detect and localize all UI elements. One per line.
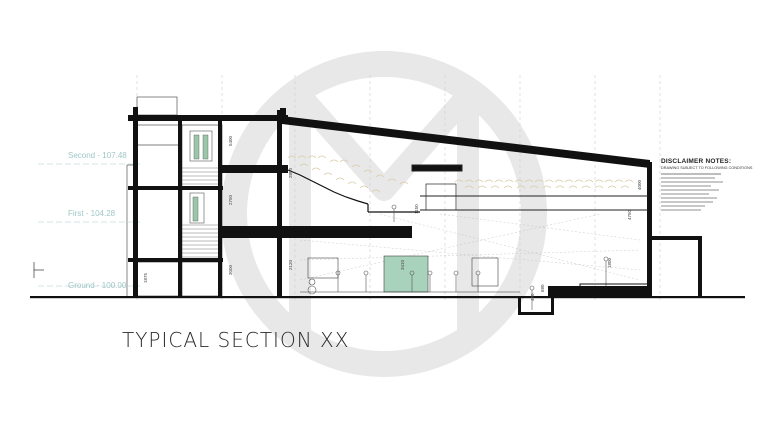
disclaimer-notes: DISCLAIMER NOTES: DRAWING SUBJECT TO FOL… [661,158,761,213]
disclaimer-subtitle: DRAWING SUBJECT TO FOLLOWING CONDITIONS [661,166,753,170]
sight-lines [299,213,641,281]
dimension-label: 680 [540,284,545,292]
people-figures [307,204,609,310]
level-lines [38,163,140,287]
level-label-first: First - 104.28 [68,209,116,218]
dimension-label: 3410 [400,259,405,270]
dimension-label: 3000 [228,264,233,275]
dimension-label: 1875 [143,272,148,283]
dimension-label: 1800 [607,257,612,268]
dimension-label: 4750 [627,209,632,220]
dimension-label: 4000 [637,179,642,190]
dimension-label: 2120 [288,259,293,270]
sloped-roof [282,116,650,168]
disclaimer-title: DISCLAIMER NOTES: [661,158,732,165]
gallery-level [411,164,648,211]
drawing-title: TYPICAL SECTION XX [122,328,350,352]
dimension-label: 5400 [228,135,233,146]
tiered-seating [287,155,634,193]
ground-floor-rooms [300,255,520,293]
stage-steps [559,283,648,296]
structure [30,107,745,315]
level-label-second: Second - 107.48 [68,151,127,160]
dimension-labels: 1875 3000 2750 5400 2120 2800 3410 1150 4750 4000… [143,135,642,301]
stair-core [126,96,223,297]
parapet [280,108,286,122]
dimension-label: 2800 [288,167,293,178]
disclaimer-fine-print [661,173,761,211]
dimension-label: 2750 [228,194,233,205]
doors [189,130,213,224]
watermark-logo [221,51,547,377]
dimension-label: 450 [530,293,535,301]
level-label-ground: Ground - 100.00 [68,281,127,290]
dimension-label: 1150 [414,204,419,214]
level-marker [33,262,44,278]
